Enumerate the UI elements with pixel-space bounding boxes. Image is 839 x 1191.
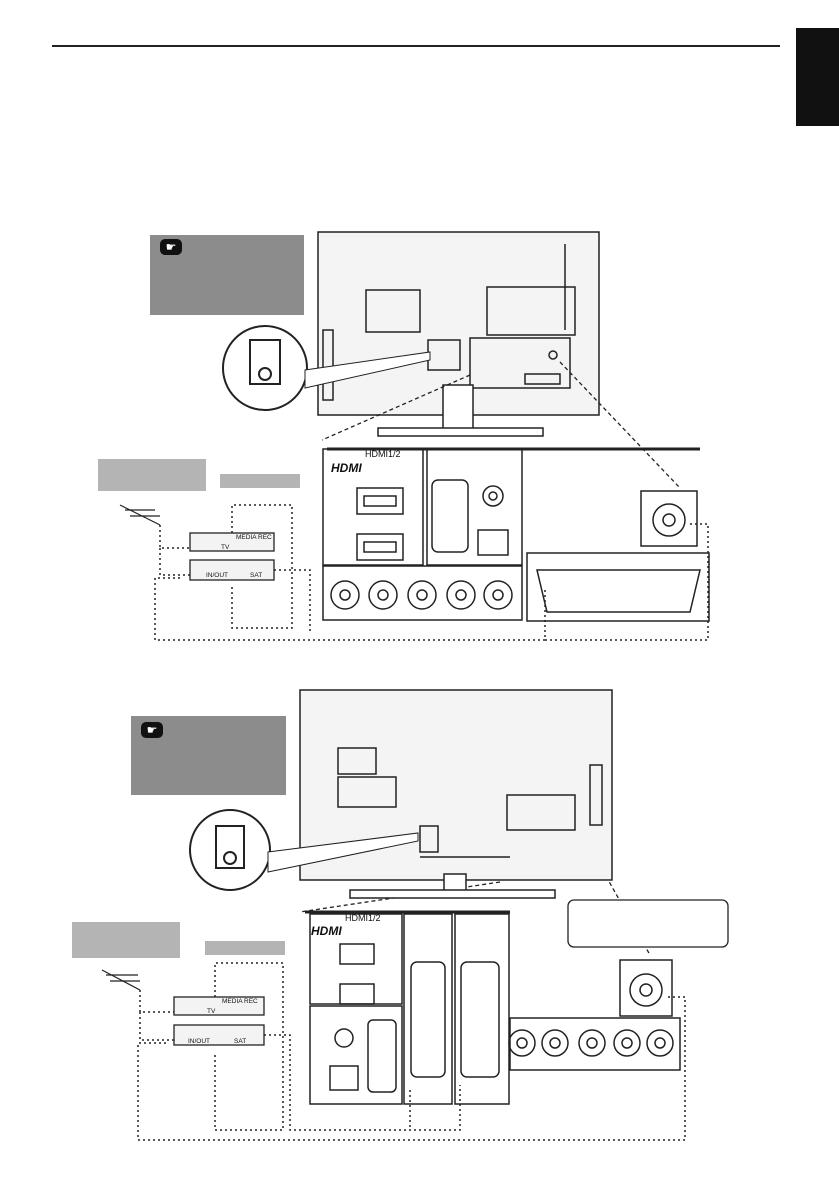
satellite-inout-label-2: IN/OUT [188, 1038, 211, 1045]
hdmi-label-1: HDMI1/2 [365, 449, 401, 459]
tv-back-1 [317, 231, 600, 437]
top-rule [52, 45, 780, 47]
language-side-tab [796, 28, 839, 126]
zoom-circle-1 [222, 325, 431, 411]
hdmi-label-2: HDMI1/2 [345, 913, 381, 923]
recorder-label-1: MEDIA REC [236, 534, 272, 541]
hdmi-logo-2: HDMI [311, 924, 342, 938]
satellite-sat-label-1: SAT [250, 572, 263, 579]
pointing-hand-icon: ☛ [160, 239, 182, 255]
hdmi-logo-1: HDMI [331, 461, 362, 475]
callout-box-2 [567, 899, 729, 948]
recorder-tv-label-2: TV [207, 1008, 216, 1015]
cable-label-2 [205, 941, 285, 955]
tv-back-2 [299, 689, 613, 899]
satellite-inout-label-1: IN/OUT [206, 572, 229, 579]
recorder-tv-label-1: TV [221, 544, 230, 551]
recorder-boxes-2 [173, 996, 265, 1046]
connector-panel-1 [322, 447, 710, 622]
zoom-circle-2 [189, 809, 419, 891]
satellite-sat-label-2: SAT [234, 1038, 247, 1045]
recorder-label-2: MEDIA REC [222, 998, 258, 1005]
connector-panel-2 [305, 910, 681, 1105]
aerial-label-1 [98, 459, 206, 491]
cable-label-1 [220, 474, 300, 488]
aerial-label-2 [72, 922, 180, 958]
pointing-hand-icon-2: ☛ [141, 722, 163, 738]
